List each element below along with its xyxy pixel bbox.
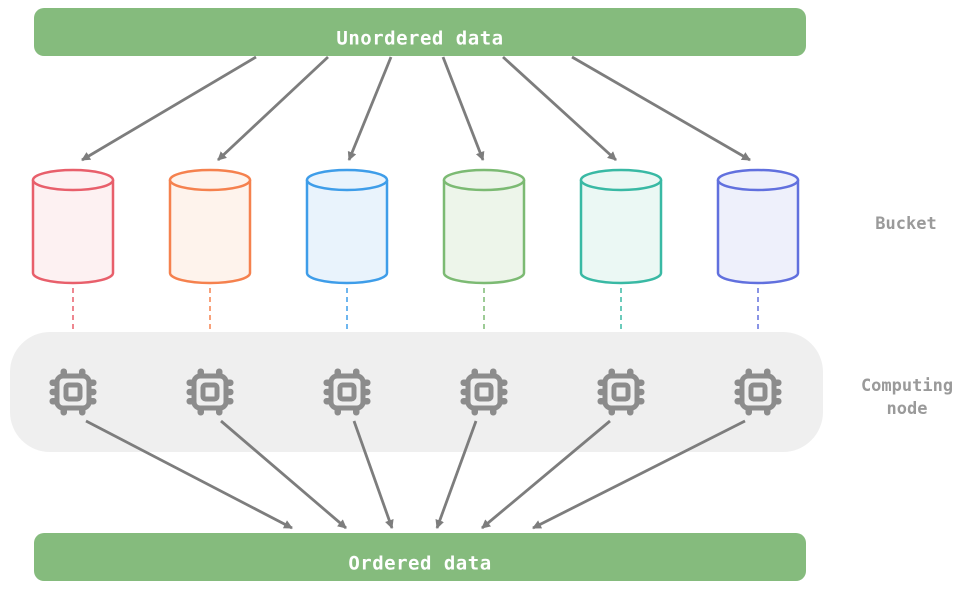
arrow-node-3-to-ordered [352,420,394,529]
bucket-top-ellipse [579,168,663,192]
arrow-unordered-to-bucket-6 [571,55,751,162]
arrow-unordered-to-bucket-4 [441,56,485,161]
bucket-cylinder-3 [305,168,389,285]
bucket-top-ellipse [442,168,526,192]
bucket-cylinder-2 [168,168,252,285]
unordered-data-label: Unordered data [336,28,503,50]
unordered-data-box [34,8,806,56]
ordered-data-label: Ordered data [348,553,491,575]
computing-node-row-label: Computing node [861,376,953,419]
bucket-top-ellipse [305,168,389,192]
arrow-node-4-to-ordered [435,420,478,529]
arrow-unordered-to-bucket-5 [502,55,617,162]
computing-node-label-line2: node [887,399,928,419]
bucket-cylinder-1 [31,168,115,285]
bucket-cylinder-4 [442,168,526,285]
bucket-cylinder-5 [579,168,663,285]
bucket-top-ellipse [716,168,800,192]
arrow-node-2-to-ordered [220,419,347,530]
bucket-top-ellipse [31,168,115,192]
unordered-data-node: Unordered data [34,8,806,56]
arrow-node-6-to-ordered [532,419,746,530]
arrow-unordered-to-bucket-2 [217,55,329,162]
arrow-node-5-to-ordered [481,419,611,530]
ordered-data-node: Ordered data [34,533,806,581]
arrow-node-1-to-ordered [85,419,293,530]
bucket-cylinder-6 [716,168,800,285]
bucket-top-ellipse [168,168,252,192]
computing-node-label-line1: Computing [861,376,953,396]
arrow-unordered-to-bucket-3 [347,56,393,161]
ordered-data-box [34,533,806,581]
arrow-unordered-to-bucket-1 [81,55,257,162]
computing-node-band [10,332,823,452]
bucket-row-label: Bucket [875,214,936,234]
